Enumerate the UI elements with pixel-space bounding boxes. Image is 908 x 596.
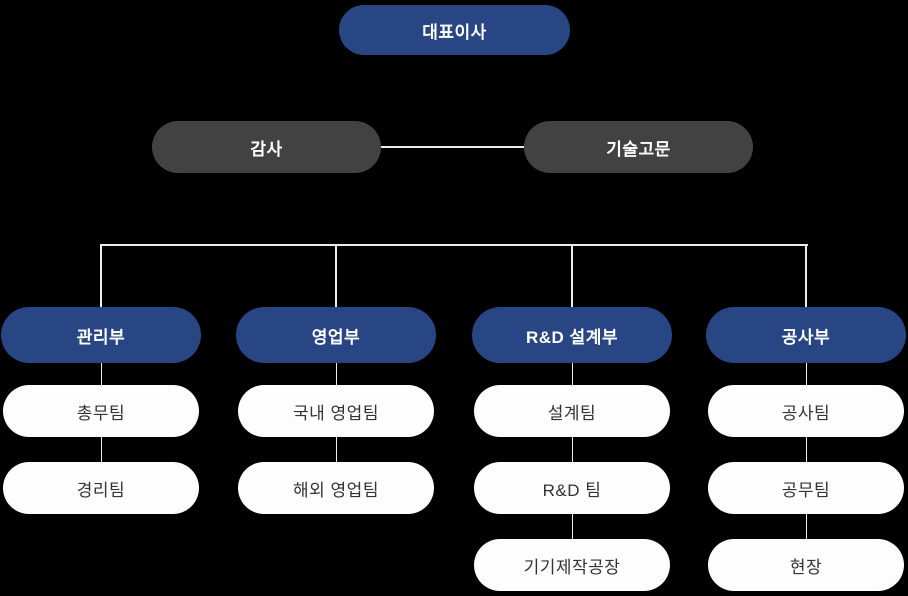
node-dept-construction-label: 공사부 — [781, 327, 831, 347]
node-team-engineering: 공무팀 — [708, 462, 904, 514]
connector-staff-link — [381, 146, 524, 148]
node-dept-rnd-design: R&D 설계부 — [472, 307, 672, 363]
connector-segment — [806, 363, 807, 385]
connector-segment — [101, 437, 102, 462]
connector-horizontal — [100, 244, 808, 246]
node-team-design: 설계팀 — [474, 385, 670, 437]
connector-drop-4 — [805, 244, 807, 308]
node-ceo: 대표이사 — [339, 5, 570, 55]
node-team-rnd: R&D 팀 — [474, 462, 670, 514]
node-dept-sales: 영업부 — [236, 307, 436, 363]
node-team-label: 경리팀 — [76, 480, 126, 500]
connector-drop-2 — [335, 244, 337, 308]
node-ceo-label: 대표이사 — [422, 22, 487, 42]
node-technical-advisor-label: 기술고문 — [606, 139, 671, 159]
node-team-label: R&D 팀 — [542, 480, 602, 500]
connector-segment — [806, 437, 807, 462]
node-dept-management: 관리부 — [1, 307, 201, 363]
node-team-label: 총무팀 — [76, 403, 126, 423]
node-team-overseas-sales: 해외 영업팀 — [238, 462, 434, 514]
node-dept-construction: 공사부 — [706, 307, 906, 363]
node-team-label: 현장 — [789, 557, 823, 577]
connector-segment — [806, 514, 807, 539]
node-dept-sales-label: 영업부 — [311, 327, 361, 347]
node-team-construction: 공사팀 — [708, 385, 904, 437]
node-team-domestic-sales: 국내 영업팀 — [238, 385, 434, 437]
connector-segment — [572, 514, 573, 539]
connector-segment — [336, 437, 337, 462]
connector-segment — [572, 437, 573, 462]
node-dept-rnd-design-label: R&D 설계부 — [526, 327, 618, 347]
node-dept-management-label: 관리부 — [76, 327, 126, 347]
node-team-general-affairs: 총무팀 — [3, 385, 199, 437]
node-team-label: 설계팀 — [547, 403, 597, 423]
node-team-label: 공무팀 — [781, 480, 831, 500]
node-technical-advisor: 기술고문 — [524, 121, 753, 173]
node-auditor-label: 감사 — [250, 139, 283, 159]
node-team-label: 국내 영업팀 — [293, 403, 379, 423]
node-team-label: 공사팀 — [781, 403, 831, 423]
node-team-accounting: 경리팀 — [3, 462, 199, 514]
node-auditor: 감사 — [152, 121, 381, 173]
node-team-site: 현장 — [708, 539, 904, 591]
node-team-label: 기기제작공장 — [523, 557, 621, 577]
connector-drop-1 — [100, 244, 102, 308]
connector-segment — [101, 363, 102, 385]
node-team-equipment-factory: 기기제작공장 — [474, 539, 670, 591]
connector-segment — [336, 363, 337, 385]
connector-segment — [572, 363, 573, 385]
connector-drop-3 — [571, 244, 573, 308]
node-team-label: 해외 영업팀 — [293, 480, 379, 500]
